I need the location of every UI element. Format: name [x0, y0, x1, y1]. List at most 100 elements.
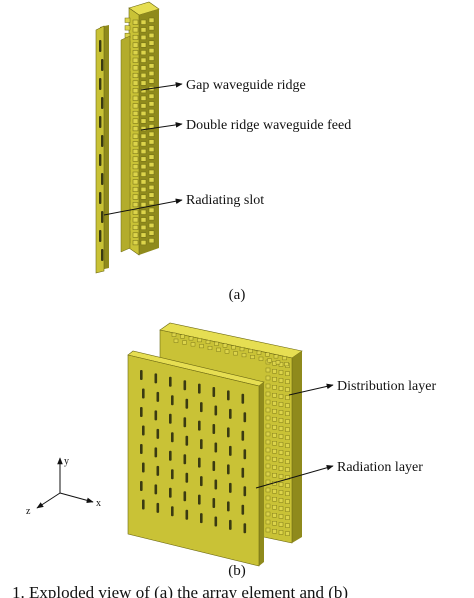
slot-mark [212, 498, 216, 508]
pin-mark [278, 450, 284, 455]
pin-mark [140, 34, 147, 40]
pin-mark [285, 395, 290, 400]
pin-mark [272, 417, 277, 422]
slot-mark [154, 484, 158, 495]
pin-mark [250, 355, 255, 359]
pin-mark [265, 352, 270, 357]
slot-mark [185, 398, 189, 409]
pin-mark [148, 70, 155, 76]
pin-mark [132, 19, 139, 25]
pin-mark [148, 55, 155, 61]
slot-mark [198, 494, 201, 505]
pin-mark [278, 514, 284, 519]
slot-mark [229, 482, 232, 493]
pin-mark [278, 522, 284, 527]
pin-mark [278, 426, 284, 431]
pin-mark [278, 458, 284, 463]
pin-mark [265, 511, 271, 517]
pin-mark [132, 156, 139, 162]
pin-mark [132, 95, 139, 101]
coordinate-axes: y x z [26, 456, 101, 517]
slot-mark [229, 519, 232, 530]
pin-mark [272, 449, 277, 454]
pin-mark [275, 360, 281, 365]
pin-mark [285, 451, 290, 456]
slot-mark [243, 449, 247, 460]
pin-mark [272, 457, 277, 462]
slot-mark [142, 388, 145, 399]
slot-mark [101, 173, 104, 185]
pin-mark [140, 240, 147, 246]
pin-mark [265, 431, 271, 437]
pin-mark [148, 162, 155, 168]
slot-mark [171, 506, 174, 517]
pin-mark [132, 232, 139, 238]
pin-mark [199, 344, 204, 349]
slot-mark [154, 373, 158, 384]
pin-mark [239, 347, 245, 352]
pin-mark [282, 356, 287, 361]
slot-mark [169, 413, 172, 424]
pin-mark [265, 479, 271, 485]
pin-mark [132, 186, 139, 192]
pin-mark [285, 499, 290, 504]
callout-line-distribution [288, 383, 334, 396]
pin-mark [265, 391, 271, 397]
pin-mark [148, 32, 155, 38]
pin-mark [132, 72, 139, 78]
pin-mark [278, 466, 284, 471]
slot-mark [101, 211, 104, 223]
slot-mark [212, 461, 216, 471]
callout-line-gap-ridge [140, 82, 183, 91]
pin-mark [265, 367, 271, 373]
slot-mark [169, 376, 172, 387]
pin-mark [132, 57, 139, 63]
pin-mark [124, 25, 131, 31]
slot-mark [185, 435, 189, 446]
pin-mark [140, 110, 147, 116]
pin-mark [148, 17, 155, 23]
pin-mark [132, 164, 139, 170]
pin-mark [256, 350, 262, 355]
slot-mark [185, 472, 189, 483]
pin-mark [140, 80, 147, 86]
pin-mark [241, 353, 247, 358]
callout-gap-waveguide-ridge: Gap waveguide ridge [186, 78, 306, 93]
pin-mark [285, 491, 290, 496]
pin-mark [140, 179, 147, 185]
pin-mark [132, 27, 139, 33]
slot-mark [214, 516, 218, 527]
pin-mark [132, 209, 139, 215]
pin-mark [148, 63, 155, 69]
pin-mark [140, 42, 147, 48]
pin-mark [124, 17, 131, 23]
slot-mark [200, 476, 203, 487]
slot-mark [101, 135, 104, 147]
pin-mark [224, 349, 230, 354]
pin-mark [265, 471, 271, 477]
slot-mark [171, 469, 174, 480]
slot-mark [101, 97, 104, 109]
pin-mark [278, 362, 284, 367]
pin-mark [148, 154, 155, 160]
pin-mark [148, 222, 155, 228]
pin-mark [272, 505, 277, 510]
pin-mark [197, 338, 202, 343]
pin-mark [140, 88, 147, 94]
slot-mark [140, 481, 143, 491]
pin-mark [285, 387, 290, 392]
slot-mark [99, 40, 102, 52]
pin-mark [132, 65, 139, 71]
slot-mark [183, 380, 187, 391]
slot-mark [99, 78, 102, 90]
slot-mark [241, 504, 245, 515]
callout-double-ridge-feed: Double ridge waveguide feed [186, 118, 351, 133]
pin-mark [140, 217, 147, 223]
pin-mark [148, 25, 155, 31]
pin-mark [132, 50, 139, 56]
pin-mark [272, 393, 277, 398]
pin-mark [132, 202, 139, 208]
pin-mark [278, 410, 284, 415]
pin-mark [148, 169, 155, 175]
pin-mark [148, 200, 155, 206]
